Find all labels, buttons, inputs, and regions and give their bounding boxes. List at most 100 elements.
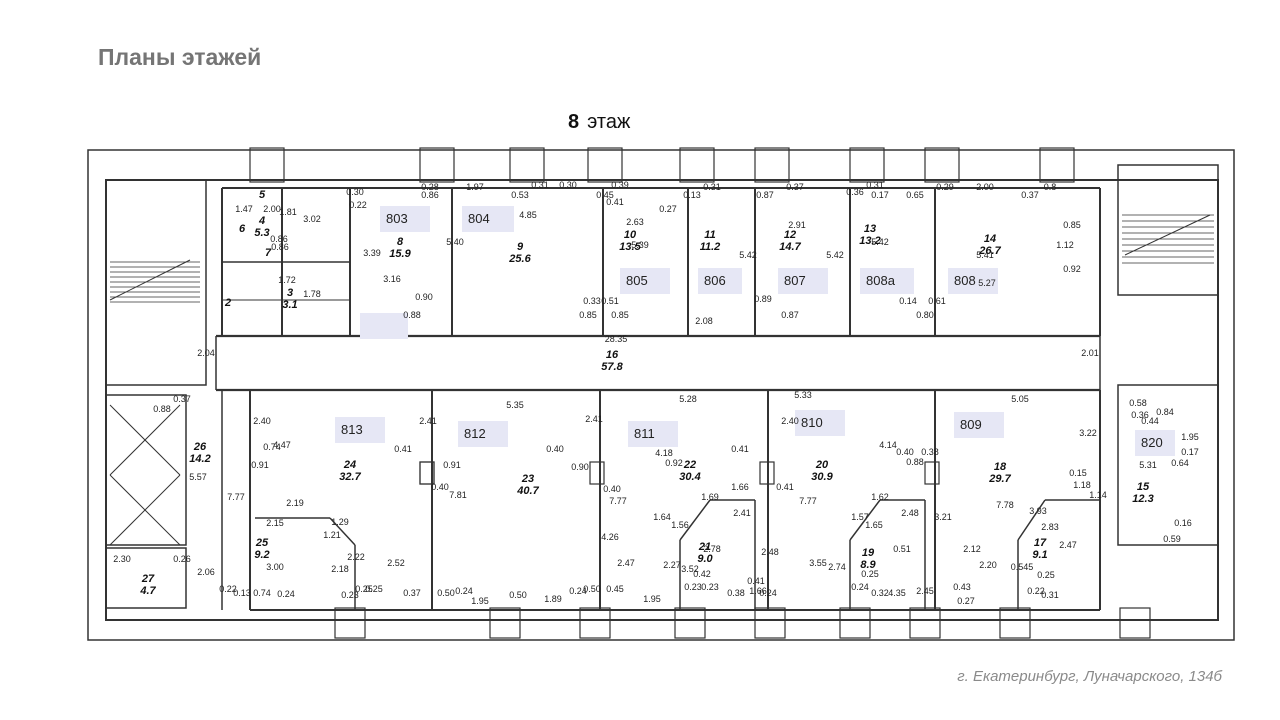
dimension-label: 0.25 — [861, 569, 879, 579]
room-number: 14 — [984, 233, 996, 245]
wall — [109, 259, 191, 301]
office-label-box — [795, 410, 845, 436]
room-number: 25 — [255, 537, 269, 549]
dimension-label: 1.64 — [653, 512, 671, 522]
office-label: 810 — [795, 410, 845, 436]
dimension-label: 1.78 — [303, 289, 321, 299]
dimension-label: 0.40 — [546, 444, 564, 454]
office-label-text: 804 — [468, 211, 490, 226]
office-label-text: 807 — [784, 273, 806, 288]
office-label-box — [462, 206, 514, 232]
wall — [1124, 214, 1211, 256]
office-label: 803 — [380, 206, 430, 232]
plan-walls — [87, 147, 1235, 641]
wall — [329, 517, 356, 546]
wall — [1039, 147, 1075, 183]
dimension-label: 0.31 — [866, 180, 884, 190]
dimension-label: 0.37 — [786, 182, 804, 192]
dimension-label: 2.00 — [976, 182, 994, 192]
dimension-label: 1.56 — [671, 520, 689, 530]
dimension-label: 1.12 — [1056, 240, 1074, 250]
office-label: 808а — [860, 268, 914, 294]
dimension-label: 4.85 — [519, 210, 537, 220]
room-tag: 815.9 — [389, 236, 411, 260]
room-area: 14.7 — [779, 241, 801, 253]
dimension-label: 7.77 — [227, 492, 245, 502]
dimension-label: 0.51 — [893, 544, 911, 554]
dimension-label: 5.33 — [794, 390, 812, 400]
dimension-label: 2.20 — [979, 560, 997, 570]
room-number: 4 — [258, 215, 265, 227]
dimension-label: 5.27 — [978, 278, 996, 288]
wall — [249, 147, 285, 183]
dimension-label: 2.40 — [781, 416, 799, 426]
dimension-label: 0.41 — [394, 444, 412, 454]
office-label-box — [335, 417, 385, 443]
office-label: 812 — [458, 421, 508, 447]
room-tag: 198.9 — [860, 547, 876, 571]
room-area: 25.6 — [508, 253, 531, 265]
dimension-label: 7.77 — [799, 496, 817, 506]
wall — [1117, 164, 1219, 296]
dimension-label: 7.78 — [996, 500, 1014, 510]
room-number: 9 — [517, 241, 524, 253]
dimension-label: 2.47 — [1059, 540, 1077, 550]
dimension-label: 0.17 — [1181, 447, 1199, 457]
dimension-label: 2.19 — [286, 498, 304, 508]
dimension-label: 0.40 — [431, 482, 449, 492]
dimension-label: 0.50 — [509, 590, 527, 600]
office-label-box — [380, 206, 430, 232]
office-label: 813 — [335, 417, 385, 443]
office-label-text: 810 — [801, 415, 823, 430]
room-area: 32.7 — [339, 471, 361, 483]
wall — [849, 499, 881, 541]
dimension-label: 2.91 — [788, 220, 806, 230]
dimension-label: 3.39 — [363, 248, 381, 258]
dimension-label: 0.45 — [606, 584, 624, 594]
room-tag: 274.7 — [139, 573, 156, 597]
wall — [839, 607, 871, 639]
room-area: 9.2 — [254, 549, 269, 561]
dimension-label: 0.37 — [173, 394, 191, 404]
wall — [924, 461, 940, 485]
room-tag: 219.0 — [697, 541, 713, 565]
dimension-label: 0.65 — [906, 190, 924, 200]
dimension-label: 0.30 — [346, 187, 364, 197]
room-number: 24 — [343, 459, 356, 471]
room-number: 16 — [606, 349, 619, 361]
dimension-label: 0.36 — [1131, 410, 1149, 420]
dimension-label: 0.33 — [583, 296, 601, 306]
wall — [679, 147, 715, 183]
room-number: 20 — [815, 459, 829, 471]
dimension-label: 0.24 — [569, 586, 587, 596]
wall — [109, 474, 181, 546]
dimension-label: 0.24 — [759, 588, 777, 598]
wall — [999, 607, 1031, 639]
dimension-label: 0.545 — [1011, 562, 1034, 572]
dimension-label: 3.93 — [1029, 506, 1047, 516]
dimension-label: 4.47 — [273, 440, 291, 450]
dimension-label: 1.47 — [235, 204, 253, 214]
dimension-label: 0.39 — [611, 180, 629, 190]
wall — [334, 607, 366, 639]
room-area: 12.3 — [1132, 493, 1153, 505]
office-label: 807 — [778, 268, 828, 294]
office-label-box — [954, 412, 1004, 438]
dimension-label: 2.00 — [263, 204, 281, 214]
dimension-label: 0.92 — [1063, 264, 1081, 274]
room-number: 23 — [521, 473, 534, 485]
floor-number: 8 — [568, 111, 580, 133]
dimension-label: 0.41 — [606, 197, 624, 207]
dimension-label: 1.97 — [466, 182, 484, 192]
dimension-label: 0.89 — [754, 294, 772, 304]
dimension-label: 5.39 — [631, 240, 649, 250]
dimension-label: 5.31 — [1139, 460, 1157, 470]
dimension-label: 0.50 — [583, 584, 601, 594]
dimension-label: 2.22 — [347, 552, 365, 562]
dimension-label: 3.21 — [934, 512, 952, 522]
